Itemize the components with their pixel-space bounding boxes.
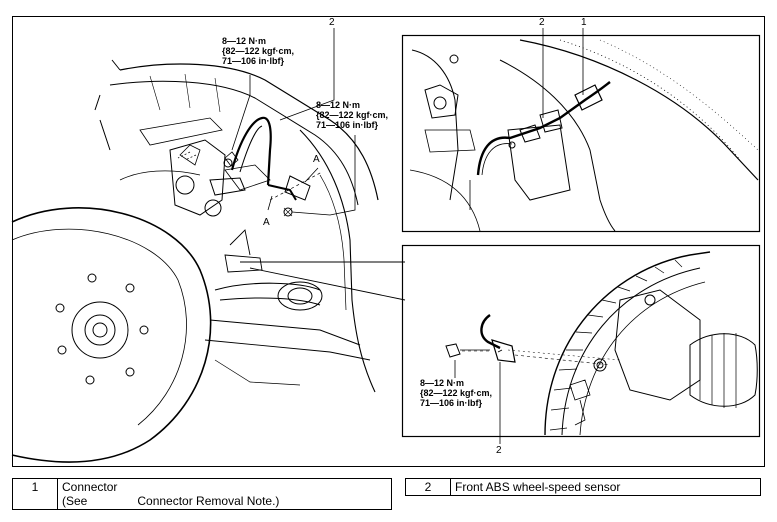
legend-item-2: 2 Front ABS wheel-speed sensor — [405, 478, 761, 496]
callout-inset-top-2: 2 — [539, 17, 545, 28]
legend-item-1-note-prefix: (See — [62, 494, 88, 508]
inset-lower — [401, 244, 761, 444]
inset-upper — [401, 28, 761, 233]
main-view — [11, 59, 379, 463]
legend-item-2-number: 2 — [405, 478, 451, 496]
callout-inset-bottom-2: 2 — [496, 445, 502, 456]
torque-label-lower: 8—12 N·m {82—122 kgf·cm, 71—106 in·lbf} — [420, 378, 492, 408]
legend-item-1-note-ref[interactable]: Connector Removal Note.) — [137, 494, 280, 508]
view-marker-a-2: A — [263, 217, 270, 228]
torque-label-middle: 8—12 N·m {82—122 kgf·cm, 71—106 in·lbf} — [316, 100, 388, 130]
torque-upper-line3: 71—106 in·lbf} — [222, 56, 285, 66]
torque-middle-line2: {82—122 kgf·cm, — [316, 110, 389, 120]
leader-main-2 — [279, 28, 335, 121]
legend-item-1: 1 Connector (See Connector Removal Note.) — [12, 478, 392, 510]
legend-item-1-number: 1 — [12, 478, 58, 510]
callout-main-2: 2 — [329, 17, 335, 28]
torque-middle-line3: 71—106 in·lbf} — [316, 120, 379, 130]
torque-upper-line1: 8—12 N·m — [222, 36, 267, 46]
torque-lower-line2: {82—122 kgf·cm, — [420, 388, 493, 398]
view-marker-a-1: A — [313, 154, 320, 165]
outer-frame — [12, 16, 765, 467]
torque-label-upper: 8—12 N·m {82—122 kgf·cm, 71—106 in·lbf} — [222, 36, 294, 66]
torque-middle-line1: 8—12 N·m — [316, 100, 361, 110]
torque-upper-line2: {82—122 kgf·cm, — [222, 46, 295, 56]
leader-middle — [291, 135, 356, 216]
legend-item-2-name: Front ABS wheel-speed sensor — [450, 478, 761, 496]
legend-item-1-text: Connector (See Connector Removal Note.) — [57, 478, 392, 510]
zoom-line-lower — [249, 267, 406, 301]
legend-item-1-name: Connector — [62, 480, 118, 494]
torque-lower-line3: 71—106 in·lbf} — [420, 398, 483, 408]
torque-lower-line1: 8—12 N·m — [420, 378, 465, 388]
callout-inset-top-1: 1 — [581, 17, 587, 28]
legend-item-1-note: (See Connector Removal Note.) — [62, 494, 387, 508]
abs-sensor-diagram — [11, 16, 765, 467]
leader-upper — [231, 75, 251, 151]
